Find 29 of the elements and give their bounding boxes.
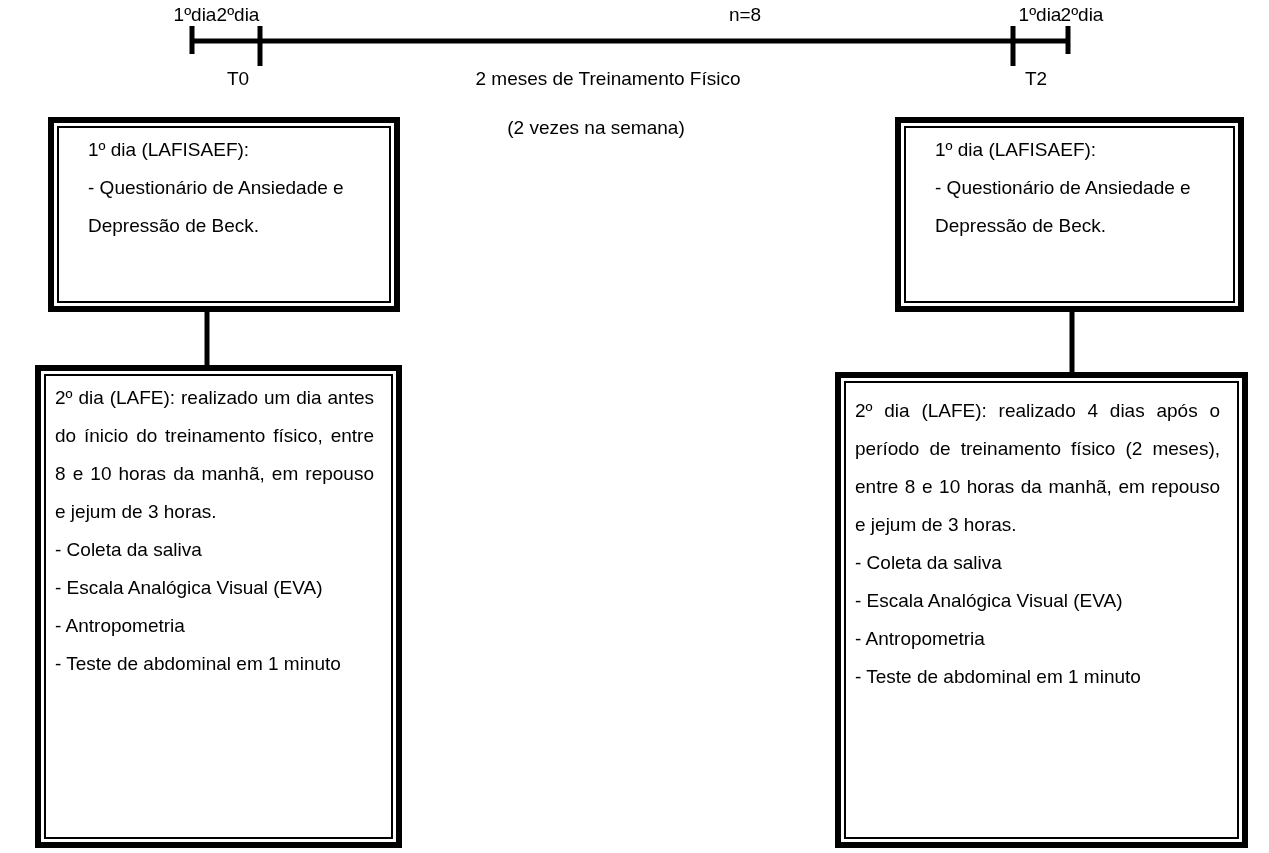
list-item: - Antropometria [855, 627, 986, 651]
day-label: 1ºdia [173, 4, 217, 26]
list-item: - Teste de abdominal em 1 minuto [855, 665, 1142, 689]
period-note: (2 vezes na semana) [507, 117, 685, 139]
box-text: - Questionário de Ansiedade e Depressão de Beck. [88, 176, 345, 238]
list-item: - Escala Analógica Visual (EVA) [55, 576, 324, 600]
box-paragraph: 2º dia (LAFE): realizado um dia antes do ínicio do treinamento físico, entre 8 e 10 horas da manhã, em repouso e jejum de 3 horas. [55, 386, 374, 524]
list-item: - Antropometria [55, 614, 186, 638]
list-item: - Teste de abdominal em 1 minuto [55, 652, 342, 676]
double-border-box [835, 372, 1248, 848]
timepoint-label: T0 [226, 68, 250, 90]
timepoint-label: T2 [1024, 68, 1048, 90]
list-item: - Coleta da saliva [55, 538, 203, 562]
day-label: 2ºdia [216, 4, 260, 26]
day-label: 1ºdia [1018, 4, 1062, 26]
list-item: - Escala Analógica Visual (EVA) [855, 589, 1124, 613]
day-label: 2ºdia [1060, 4, 1104, 26]
box-text: - Questionário de Ansiedade e Depressão de Beck. [935, 176, 1192, 238]
sample-size-label: n=8 [728, 4, 762, 26]
box-heading: 1º dia (LAFISAEF): [935, 138, 1098, 162]
box-paragraph: 2º dia (LAFE): realizado 4 dias após o período de treinamento físico (2 meses), entre 8 e 10 horas da manhã, em repouso e jejum de 3 horas. [855, 399, 1220, 537]
period-label: 2 meses de Treinamento Físico [475, 68, 741, 90]
list-item: - Coleta da saliva [855, 551, 1003, 575]
double-border-box [895, 117, 1244, 312]
connector-line [1069, 312, 1075, 372]
connector-line [204, 312, 210, 365]
box-heading: 1º dia (LAFISAEF): [88, 138, 251, 162]
double-border-box [35, 365, 402, 848]
double-border-box [48, 117, 400, 312]
